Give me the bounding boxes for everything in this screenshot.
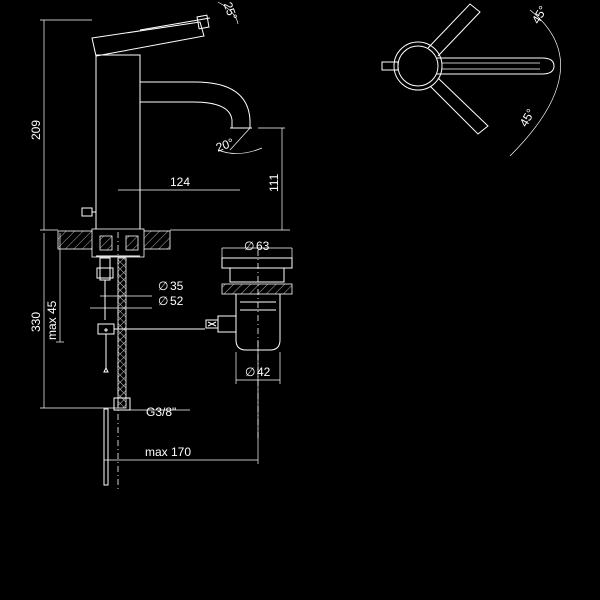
dim-hose-length: 330 xyxy=(29,312,43,332)
dim-lever-angle: 25° xyxy=(221,0,240,22)
plan-base-circle xyxy=(393,41,443,91)
dim-spout-height: 111 xyxy=(267,173,281,192)
waste-assembly xyxy=(205,250,293,440)
dim-base-diameter-symbol: ∅ xyxy=(244,239,254,253)
dim-hole-max-symbol: ∅ xyxy=(158,294,168,308)
dim-base-diameter: 63 xyxy=(256,239,270,253)
popup-rod-knob xyxy=(81,207,93,217)
plan-spout-rotated-down xyxy=(429,77,489,135)
fixing-assembly xyxy=(96,257,205,486)
plan-spout-rotated-up xyxy=(427,3,481,57)
dim-connection: G3/8" xyxy=(146,405,176,419)
waste-outlet xyxy=(217,315,237,333)
dim-waste-reach: max 170 xyxy=(145,445,191,459)
dimension-lines xyxy=(40,1,293,464)
dim-hole-min: 35 xyxy=(170,279,184,293)
dim-deck-thickness: max 45 xyxy=(45,300,59,340)
dim-hole-min-symbol: ∅ xyxy=(158,279,168,293)
dim-spout-angle: 20° xyxy=(214,135,236,154)
faucet-side-view xyxy=(57,14,252,490)
dim-waste-diameter-symbol: ∅ xyxy=(245,365,255,379)
dim-overall-height: 209 xyxy=(29,120,43,140)
dim-spout-reach: 124 xyxy=(170,175,190,189)
plan-angle-upper: 45° xyxy=(529,3,550,26)
dim-hole-max: 52 xyxy=(170,294,184,308)
waste-cap xyxy=(221,257,293,269)
flexible-hose xyxy=(117,257,127,409)
plan-angle-lower: 45° xyxy=(517,106,538,129)
hose-end xyxy=(103,408,109,486)
dim-waste-diameter: 42 xyxy=(257,365,271,379)
faucet-lever xyxy=(91,14,211,57)
faucet-plan-view xyxy=(381,3,561,157)
hose-connector xyxy=(113,397,131,411)
plan-lever-stub xyxy=(381,61,399,71)
plan-rotation-arc xyxy=(509,9,561,157)
faucet-body xyxy=(95,54,141,231)
faucet-spout xyxy=(140,81,251,128)
plan-spout xyxy=(436,57,555,75)
